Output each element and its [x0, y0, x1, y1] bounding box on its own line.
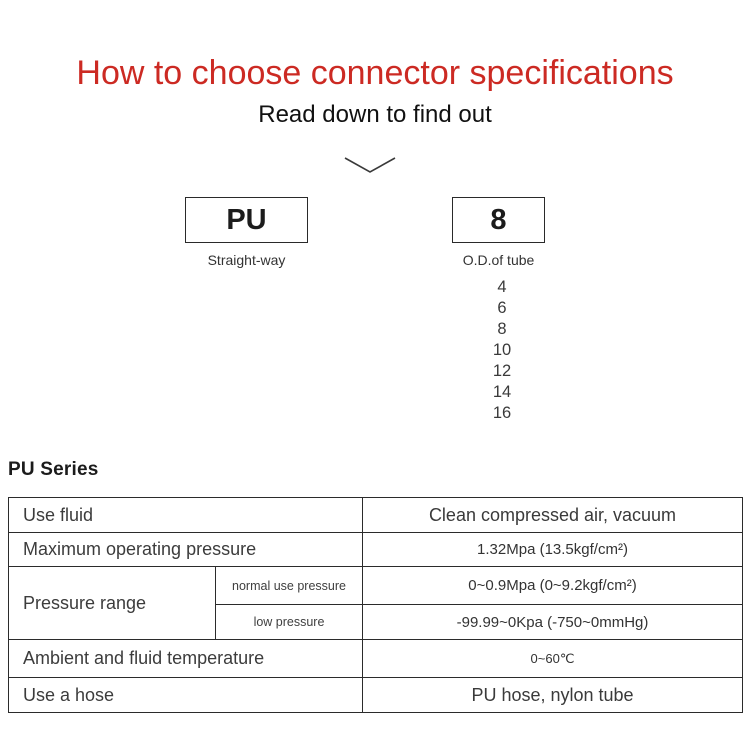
spec-sublabel-normal-pressure: normal use pressure — [215, 566, 363, 605]
size-option: 6 — [497, 299, 507, 317]
series-code-caption: Straight-way — [207, 252, 286, 268]
size-option: 12 — [492, 362, 512, 380]
size-code-caption: O.D.of tube — [462, 252, 535, 268]
spec-value-temperature: 0~60℃ — [362, 639, 743, 678]
spec-sublabel-low-pressure: low pressure — [215, 604, 363, 640]
spec-row-pressure-normal: Pressure range normal use pressure 0~0.9… — [8, 566, 743, 640]
spec-label-pressure-range: Pressure range — [8, 566, 216, 640]
series-code-text: PU — [226, 203, 267, 236]
spec-value-low-pressure: -99.99~0Kpa (-750~0mmHg) — [362, 604, 743, 640]
spec-table: Use fluid Clean compressed air, vacuum M… — [8, 497, 743, 713]
spec-value-use-fluid: Clean compressed air, vacuum — [362, 497, 743, 533]
chevron-down-icon — [344, 157, 396, 173]
size-option: 14 — [492, 383, 512, 401]
size-option: 10 — [492, 341, 512, 359]
size-code-box: 8 — [452, 197, 545, 243]
spec-row-use-fluid: Use fluid Clean compressed air, vacuum — [8, 497, 743, 533]
size-option-list: 4 6 8 10 12 14 16 — [452, 277, 552, 424]
size-option: 4 — [497, 278, 507, 296]
spec-label-temperature: Ambient and fluid temperature — [8, 639, 363, 678]
size-option: 8 — [497, 320, 507, 338]
spec-label-hose: Use a hose — [8, 677, 363, 713]
spec-row-pressure-low: low pressure -99.99~0Kpa (-750~0mmHg) — [9, 604, 743, 640]
page-subtitle: Read down to find out — [258, 101, 492, 128]
spec-row-temperature: Ambient and fluid temperature 0~60℃ — [8, 639, 743, 678]
spec-label-max-pressure: Maximum operating pressure — [8, 532, 363, 567]
size-code-text: 8 — [490, 203, 507, 236]
spec-value-normal-pressure: 0~0.9Mpa (0~9.2kgf/cm²) — [362, 566, 743, 605]
size-option: 16 — [492, 404, 512, 422]
spec-label-use-fluid: Use fluid — [8, 497, 363, 533]
series-heading: PU Series — [8, 459, 99, 480]
spec-value-max-pressure: 1.32Mpa (13.5kgf/cm²) — [362, 532, 743, 567]
spec-value-hose: PU hose, nylon tube — [362, 677, 743, 713]
page-title: How to choose connector specifications — [76, 54, 674, 92]
series-code-box: PU — [185, 197, 308, 243]
spec-row-max-pressure: Maximum operating pressure 1.32Mpa (13.5… — [8, 532, 743, 567]
spec-row-hose: Use a hose PU hose, nylon tube — [8, 677, 743, 713]
